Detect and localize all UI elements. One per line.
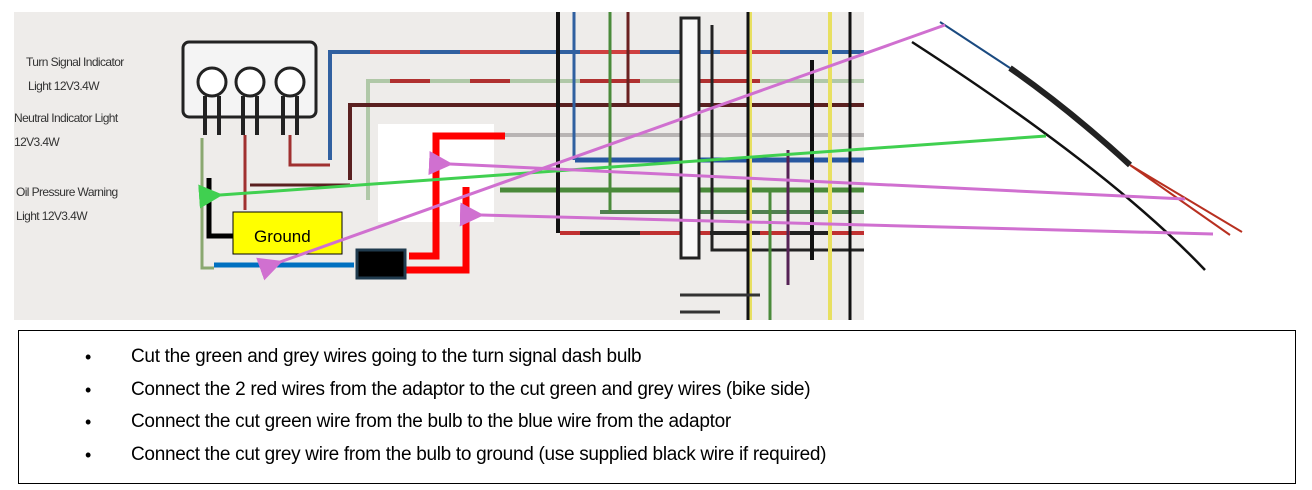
instruction-text: Connect the cut grey wire from the bulb …: [131, 443, 827, 465]
label-neutral-line2: 12V3.4W: [14, 135, 60, 149]
instructions-box: • Cut the green and grey wires going to t…: [18, 330, 1296, 484]
label-neutral-line1: Neutral Indicator Light: [14, 111, 119, 125]
green-arrow: [198, 134, 1047, 209]
wiring-diagram: Turn Signal Indicator Light 12V3.4W Neut…: [14, 12, 1243, 320]
instruction-item: • Connect the cut grey wire from the bulb…: [19, 441, 827, 474]
adaptor-photo: [911, 21, 1243, 271]
pink-arrow-red-1: [428, 151, 1186, 201]
label-oil-line1: Oil Pressure Warning: [16, 185, 118, 199]
instructions-list: • Cut the green and grey wires going to t…: [19, 343, 827, 474]
pink-arrow-blue: [256, 23, 946, 281]
adaptor-connector: [355, 248, 407, 280]
bullet: •: [85, 347, 92, 367]
pink-arrow-red-2: [459, 202, 1214, 236]
label-turn-signal-line2: Light 12V3.4W: [28, 79, 100, 93]
red-wire-1: [409, 132, 505, 260]
instruction-text: Connect the 2 red wires from the adaptor…: [131, 378, 811, 400]
instruction-item: • Connect the 2 red wires from the adapto…: [19, 376, 826, 409]
label-turn-signal-line1: Turn Signal Indicator: [26, 55, 124, 69]
instruction-item: • Connect the cut green wire from the bul…: [19, 408, 826, 441]
instruction-text: Connect the cut green wire from the bulb…: [131, 411, 731, 432]
bullet: •: [85, 444, 92, 465]
bullet: •: [85, 379, 92, 400]
ground-label: Ground: [254, 227, 311, 246]
label-oil-line2: Light 12V3.4W: [16, 209, 88, 223]
bullet: •: [85, 412, 92, 432]
instruction-item: • Cut the green and grey wires going to t…: [19, 343, 826, 376]
instruction-text: Cut the green and grey wires going to th…: [131, 346, 642, 367]
